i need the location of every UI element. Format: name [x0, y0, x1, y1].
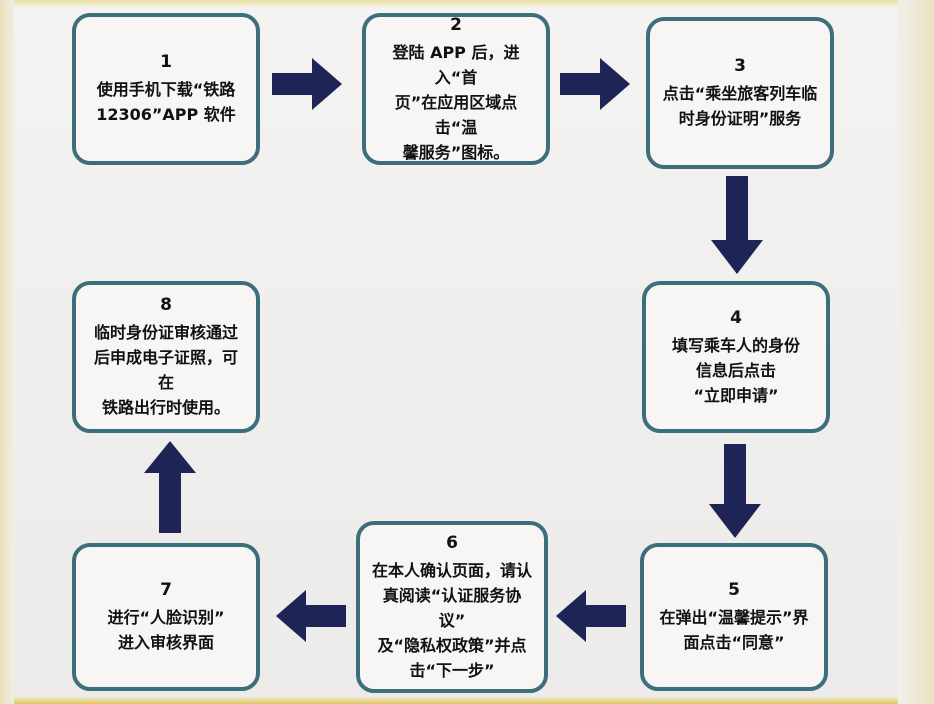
page-edge-top: [0, 0, 934, 8]
step-4-number: 4: [730, 307, 742, 328]
step-4-box: 4 填写乘车人的身份 信息后点击 “立即申请”: [642, 281, 830, 433]
page-edge-left: [0, 0, 14, 704]
arrow-right-icon: [560, 58, 630, 110]
step-8-text: 临时身份证审核通过 后申成电子证照，可在 铁路出行时使用。: [93, 323, 238, 417]
step-1-number: 1: [160, 52, 172, 72]
step-1-box: 1 使用手机下载“铁路 12306”APP 软件: [72, 13, 260, 165]
step-1-text: 使用手机下载“铁路 12306”APP 软件: [96, 80, 236, 124]
arrow-down-icon: [711, 176, 763, 274]
step-5-number: 5: [728, 580, 740, 600]
step-7-number: 7: [160, 580, 172, 600]
step-7-text: 进行“人脸识别” 进入审核界面: [107, 608, 225, 652]
step-8-number: 8: [160, 295, 172, 315]
step-2-number: 2: [450, 14, 462, 35]
step-3-box: 3 点击“乘坐旅客列车临 时身份证明”服务: [646, 17, 834, 169]
step-6-text: 在本人确认页面，请认 真阅读“认证服务协议” 及“隐私权政策”并点 击“下一步”: [372, 560, 533, 680]
arrow-right-icon: [272, 58, 342, 110]
arrow-left-icon: [556, 590, 626, 642]
step-6-number: 6: [446, 532, 458, 553]
step-2-box: 2 登陆 APP 后，进入“首 页”在应用区域点击“温 馨服务”图标。: [362, 13, 550, 165]
step-8-box: 8 临时身份证审核通过 后申成电子证照，可在 铁路出行时使用。: [72, 281, 260, 433]
step-2-text: 登陆 APP 后，进入“首 页”在应用区域点击“温 馨服务”图标。: [392, 42, 520, 162]
step-4-text: 填写乘车人的身份 信息后点击 “立即申请”: [671, 335, 800, 405]
step-3-number: 3: [734, 56, 746, 76]
page-edge-right: [898, 0, 934, 704]
step-3-text: 点击“乘坐旅客列车临 时身份证明”服务: [662, 84, 818, 128]
step-5-box: 5 在弹出“温馨提示”界 面点击“同意”: [640, 543, 828, 691]
step-5-text: 在弹出“温馨提示”界 面点击“同意”: [659, 608, 809, 652]
arrow-left-icon: [276, 590, 346, 642]
arrow-down-icon: [709, 444, 761, 538]
page-edge-bottom: [0, 696, 934, 704]
step-6-box: 6 在本人确认页面，请认 真阅读“认证服务协议” 及“隐私权政策”并点 击“下一…: [356, 521, 548, 693]
step-7-box: 7 进行“人脸识别” 进入审核界面: [72, 543, 260, 691]
arrow-up-icon: [144, 441, 196, 533]
